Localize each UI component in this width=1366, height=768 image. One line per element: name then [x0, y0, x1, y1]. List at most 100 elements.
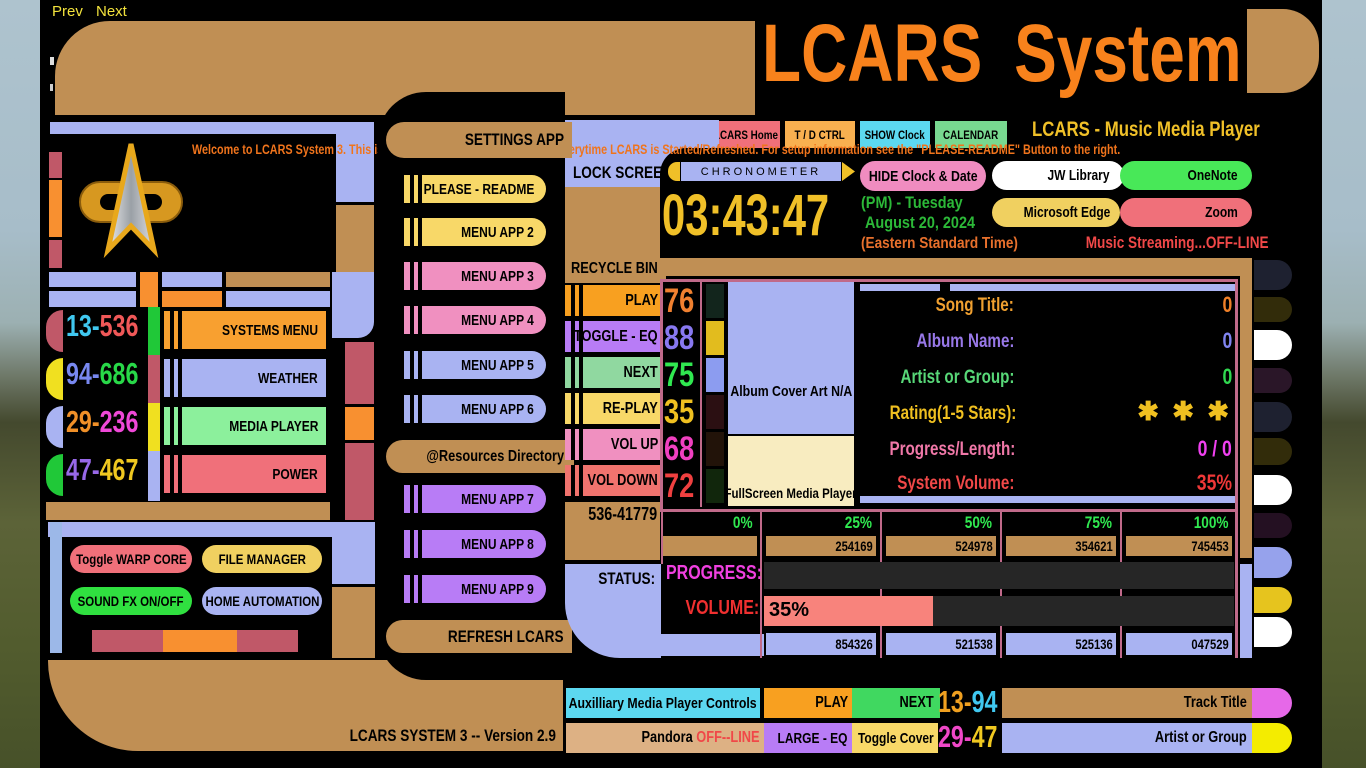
code-value: 88	[664, 319, 695, 357]
deco-block	[345, 407, 374, 440]
nav-td-ctrl-button[interactable]: T / D CTRL	[785, 121, 855, 148]
toggle-frame-right	[332, 522, 375, 584]
menu-app-3-button[interactable]: MENU APP 3	[404, 262, 546, 290]
fullscreen-media-player-button[interactable]: FullScreen Media Player	[728, 436, 854, 506]
volume-value: 35%	[769, 599, 810, 621]
menu-app-5-button[interactable]: MENU APP 5	[404, 351, 546, 379]
deco-stripe	[162, 272, 222, 287]
deco-stripe	[140, 272, 158, 307]
progress-bar[interactable]	[764, 562, 1234, 589]
onenote-button[interactable]: OneNote	[1120, 161, 1252, 190]
deco-bar	[860, 496, 1235, 503]
edge-pill[interactable]	[1254, 513, 1292, 538]
deco-block	[49, 152, 62, 178]
edge-pill[interactable]	[1254, 330, 1292, 360]
edge-pill[interactable]	[1252, 723, 1292, 753]
large-eq-button[interactable]: LARGE - EQ	[764, 723, 854, 753]
album-cover-placeholder: Album Cover Art N/A	[728, 282, 854, 434]
file-manager-button[interactable]: FILE MANAGER	[202, 545, 322, 573]
deco-halfpill	[46, 310, 63, 352]
nav-lcars-home-button[interactable]: LCARS Home	[712, 121, 780, 148]
power-button[interactable]: POWER	[164, 455, 326, 493]
scale-tick: 25%	[844, 513, 872, 532]
vol-up-button[interactable]: VOL UP	[565, 429, 663, 460]
grid-line	[760, 512, 762, 658]
menu-app-7-button[interactable]: MENU APP 7	[404, 485, 546, 513]
divider-bar	[660, 258, 1252, 276]
deco-bar	[46, 502, 330, 520]
counter-cell: 854326	[766, 633, 876, 655]
replay-button[interactable]: RE-PLAY	[565, 393, 663, 424]
toggle-warp-core-button[interactable]: Toggle WARP CORE	[70, 545, 192, 573]
menu-app-2-button[interactable]: MENU APP 2	[404, 218, 546, 246]
hide-clock-date-button[interactable]: HIDE Clock & Date	[860, 161, 986, 191]
app-subtitle: LCARS - Music Media Player	[1031, 118, 1260, 141]
sound-fx-button[interactable]: SOUND FX ON/OFF	[70, 587, 192, 615]
code-value: 72	[664, 467, 695, 505]
edge-pill[interactable]	[1254, 617, 1292, 647]
counter-cell: 254169	[766, 536, 876, 556]
menu-app-9-button[interactable]: MENU APP 9	[404, 575, 546, 603]
menu-app-8-button[interactable]: MENU APP 8	[404, 530, 546, 558]
deco-halfpill	[46, 358, 63, 400]
recycle-bin-button[interactable]: RECYCLE BIN	[565, 187, 666, 283]
code-label: 13-536	[66, 308, 139, 343]
edge-pill[interactable]	[1254, 475, 1292, 505]
edge-pill[interactable]	[1254, 402, 1292, 432]
edge-pill[interactable]	[1254, 547, 1292, 578]
deco-stripe	[162, 291, 222, 307]
deco-bar	[860, 284, 940, 291]
weather-button[interactable]: WEATHER	[164, 359, 326, 397]
artist-group-field: Artist or Group	[1002, 723, 1255, 753]
field-value: 35%	[1196, 470, 1232, 495]
next-link[interactable]: Next	[96, 3, 127, 20]
menu-app-6-button[interactable]: MENU APP 6	[404, 395, 546, 423]
home-automation-button[interactable]: HOME AUTOMATION	[202, 587, 322, 615]
streaming-status: Music Streaming...OFF-LINE	[1085, 233, 1269, 252]
microsoft-edge-button[interactable]: Microsoft Edge	[992, 198, 1120, 227]
menu-app-4-button[interactable]: MENU APP 4	[404, 306, 546, 334]
scale-tick: 75%	[1084, 513, 1112, 532]
zoom-button[interactable]: Zoom	[1120, 198, 1252, 227]
please-readme-button[interactable]: PLEASE - README	[404, 175, 546, 203]
counter-cell: 047529	[1126, 633, 1232, 655]
play-button[interactable]: PLAY	[565, 285, 663, 316]
desktop-icon-fragment	[50, 57, 54, 65]
deco-stripe	[226, 272, 330, 287]
aux-play-button[interactable]: PLAY	[764, 688, 856, 718]
edge-pill[interactable]	[1254, 587, 1292, 613]
field-value: 0 / 0	[1197, 436, 1232, 461]
pandora-status-button[interactable]: Pandora OFF--LINE	[566, 723, 766, 753]
prev-link[interactable]: Prev	[52, 3, 83, 20]
nav-show-clock-button[interactable]: SHOW Clock	[860, 121, 930, 148]
toggle-frame-right-tan	[332, 587, 375, 658]
welcome-frame-right	[336, 122, 374, 202]
refresh-lcars-button[interactable]: REFRESH LCARS	[386, 620, 572, 653]
deco-stripe	[49, 272, 136, 287]
systems-menu-button[interactable]: SYSTEMS MENU	[164, 311, 326, 349]
next-button[interactable]: NEXT	[565, 357, 663, 388]
edge-pill[interactable]	[1254, 438, 1292, 465]
edge-pill[interactable]	[1254, 297, 1292, 322]
deco-block	[706, 469, 724, 503]
edge-pill[interactable]	[1254, 260, 1292, 290]
volume-label: VOLUME:	[685, 597, 759, 619]
vol-down-button[interactable]: VOL DOWN	[565, 465, 663, 496]
code-label: 29-236	[66, 404, 139, 439]
toggle-cover-button[interactable]: Toggle Cover	[852, 723, 938, 753]
deco-bar	[148, 451, 160, 501]
counter-cell: 354621	[1006, 536, 1116, 556]
jw-library-button[interactable]: JW Library	[992, 161, 1124, 190]
resources-directory-button[interactable]: @Resources Directory	[386, 440, 574, 473]
field-label: Rating(1-5 Stars):	[889, 403, 1017, 424]
nav-calendar-button[interactable]: CALENDAR	[935, 121, 1007, 148]
scale-tick: 50%	[964, 513, 992, 532]
toggle-eq-button[interactable]: TOGGLE - EQ	[565, 321, 663, 352]
settings-app-header[interactable]: SETTINGS APP	[386, 122, 572, 158]
aux-next-button[interactable]: NEXT	[852, 688, 940, 718]
volume-bar[interactable]: 35%	[764, 596, 1234, 626]
media-player-button[interactable]: MEDIA PLAYER	[164, 407, 326, 445]
edge-pill[interactable]	[1252, 688, 1292, 718]
deco-stripe	[226, 291, 330, 307]
edge-pill[interactable]	[1254, 368, 1292, 393]
